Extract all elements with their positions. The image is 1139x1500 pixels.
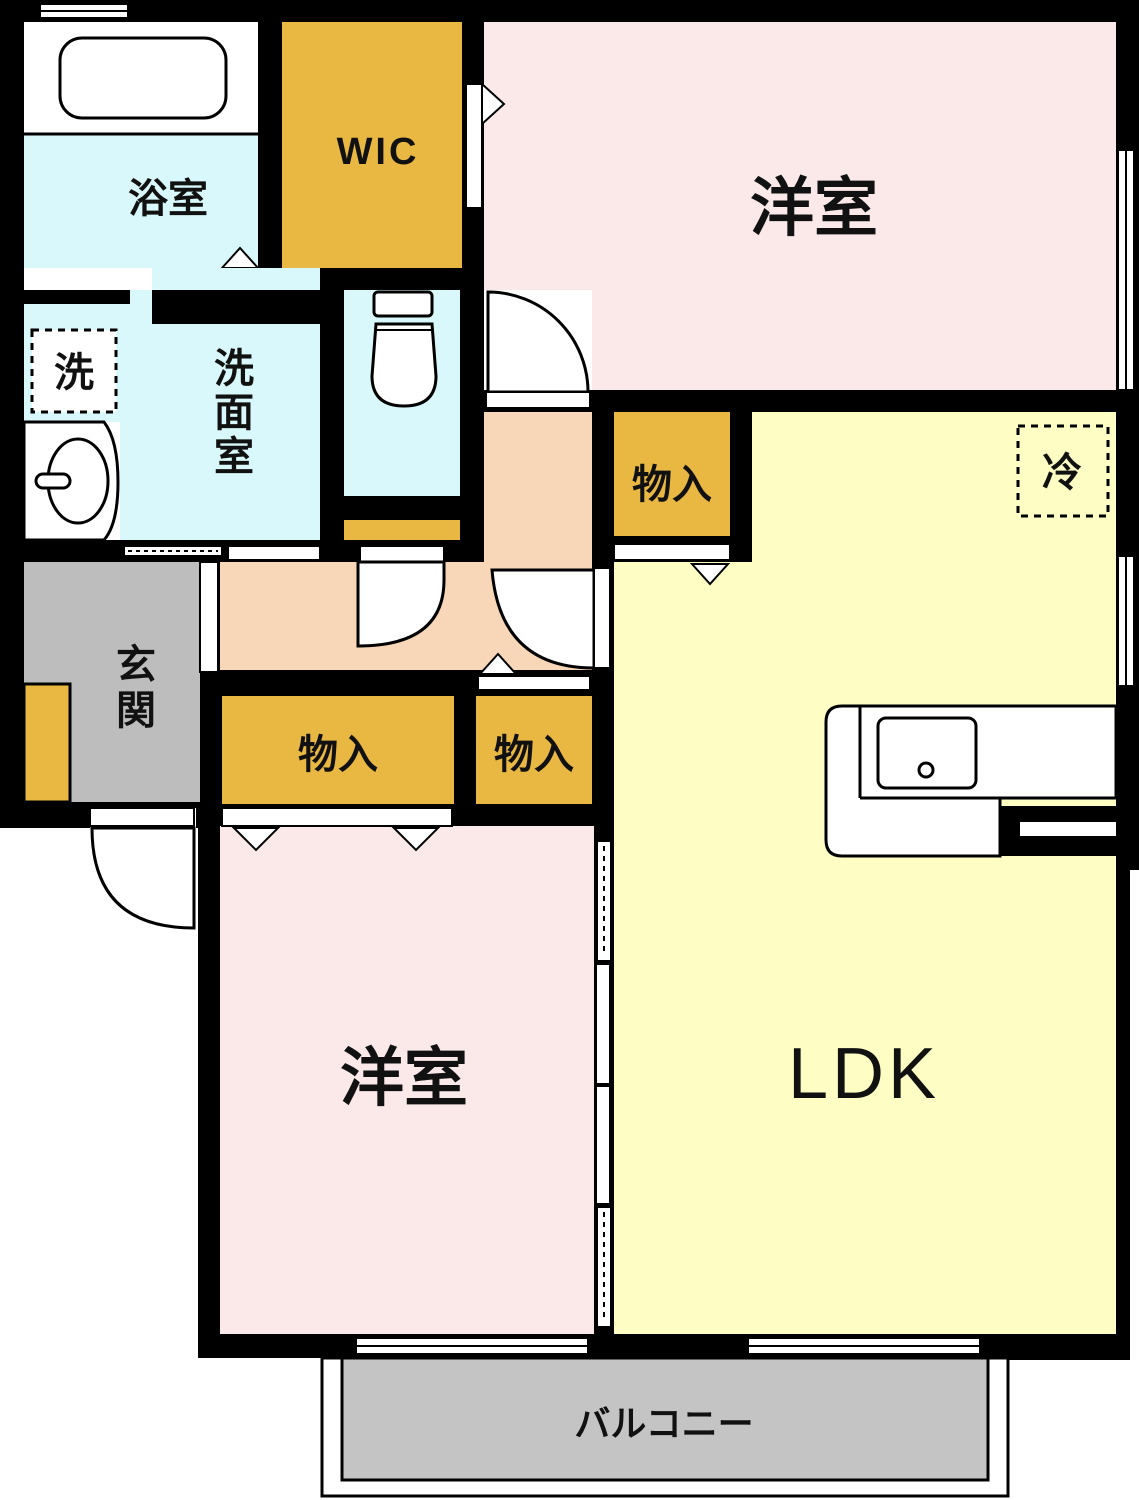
- label-washer-space: 洗: [54, 350, 94, 396]
- label-western-room-top: 洋室: [750, 172, 878, 246]
- bathtub: [58, 36, 228, 120]
- label-fridge-space: 冷: [1042, 450, 1082, 496]
- label-storage-hall-left: 物入: [298, 732, 378, 778]
- label-washroom-1: 洗: [214, 346, 254, 392]
- label-entrance-2: 関: [116, 688, 156, 734]
- door-swing-entrance: [90, 826, 196, 930]
- storage-kitchen: [614, 412, 730, 536]
- washer-space: [30, 328, 118, 414]
- label-walk-in-closet: WIC: [337, 131, 420, 173]
- windows: [39, 3, 1135, 1355]
- door-swing-toilet: [356, 560, 446, 648]
- label-balcony: バルコニー: [574, 1404, 753, 1445]
- storage-hall-right: [476, 696, 592, 804]
- storage-hall-left: [222, 696, 454, 804]
- door-swing-ldk: [490, 568, 596, 670]
- door-swing-bedroom: [486, 290, 590, 394]
- kitchen-counter: [824, 704, 1118, 858]
- label-washroom-3: 室: [214, 434, 254, 480]
- sliding-partition: [594, 838, 614, 1334]
- fridge-space: [1016, 424, 1110, 518]
- label-western-room-bottom: 洋室: [340, 1042, 468, 1116]
- kitchen-sink: [876, 716, 978, 790]
- label-storage-hall-right: 物入: [494, 732, 574, 778]
- balcony: [320, 1356, 1010, 1498]
- label-entrance-1: 玄: [116, 642, 156, 688]
- label-bathroom: 浴室: [128, 176, 208, 222]
- wic-door-mark: [481, 81, 506, 127]
- label-washroom-2: 面: [214, 390, 254, 436]
- label-storage-kitchen: 物入: [632, 462, 712, 508]
- walk-in-closet: [282, 22, 462, 268]
- shoe-cabinet: [22, 682, 72, 804]
- label-ldk: LDK: [788, 1034, 940, 1114]
- toilet-icon: [370, 290, 438, 408]
- ldk-room: [614, 412, 1116, 1334]
- western-room-bottom: [220, 826, 594, 1334]
- wash-basin: [22, 420, 120, 542]
